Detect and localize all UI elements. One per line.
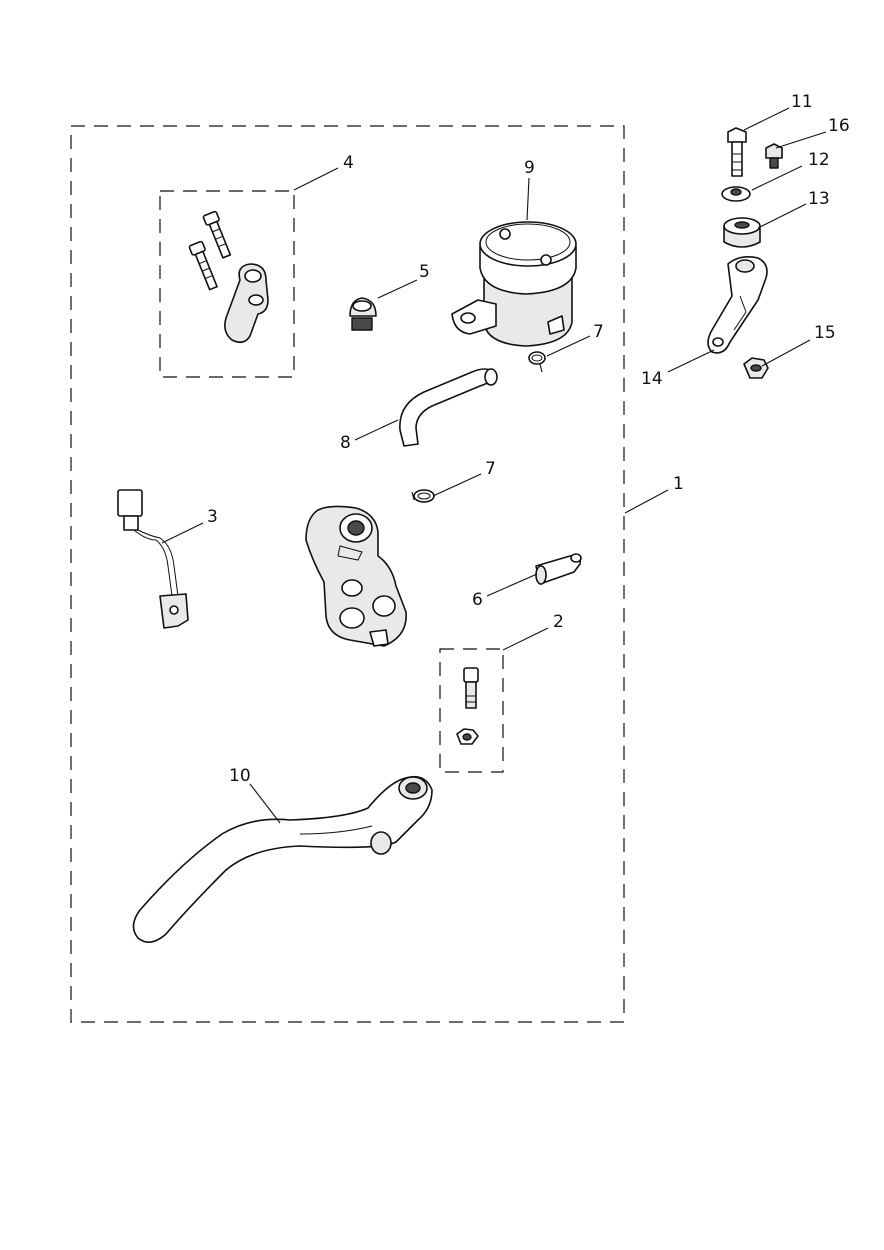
group-box-kit-4: [159, 190, 295, 378]
part-master-cylinder-body: [305, 505, 407, 647]
callout-16: 16: [828, 116, 850, 136]
callout-1: 1: [673, 474, 684, 494]
part-10-lever: [132, 775, 433, 943]
callout-14: 14: [641, 369, 663, 389]
callout-15: 15: [814, 323, 836, 343]
part-5-cap: [349, 297, 377, 331]
callout-4: 4: [343, 153, 354, 173]
group-box-kit-2: [439, 648, 504, 773]
callout-3: 3: [207, 507, 218, 527]
part-7-hose-clip-lower: [411, 489, 435, 503]
part-4-clamp-kit: [188, 210, 269, 344]
callout-12: 12: [808, 150, 830, 170]
part-11-bolt: [727, 127, 747, 177]
part-15-nut: [743, 357, 769, 379]
group-box-assembly-1: [70, 125, 625, 1023]
part-2-pivot-bolt-and-nut: [456, 667, 479, 745]
callout-13: 13: [808, 189, 830, 209]
callout-8: 8: [340, 433, 351, 453]
callout-9: 9: [524, 158, 535, 178]
part-14-bracket: [707, 256, 768, 354]
part-6-banjo-fitting: [535, 553, 582, 585]
part-9-fluid-reservoir: [451, 221, 577, 347]
callout-5: 5: [419, 262, 430, 282]
callout-6: 6: [472, 590, 483, 610]
callout-7-lower: 7: [485, 459, 496, 479]
part-16-small-bolt: [765, 143, 783, 169]
callout-11: 11: [791, 92, 813, 112]
callout-2: 2: [553, 612, 564, 632]
part-3-switch-connector: [117, 489, 189, 629]
callout-7-upper: 7: [593, 322, 604, 342]
part-12-washer: [721, 186, 751, 202]
leader-lines: [161, 107, 827, 824]
part-13-grommet: [723, 217, 761, 248]
part-8-hose: [399, 368, 498, 447]
callout-labels: 1 2 3 4 5 6 7 7 8 9 10 11 12 13 14 15 16: [207, 92, 850, 786]
callout-10: 10: [229, 766, 251, 786]
part-7-hose-clip-upper: [528, 351, 546, 373]
